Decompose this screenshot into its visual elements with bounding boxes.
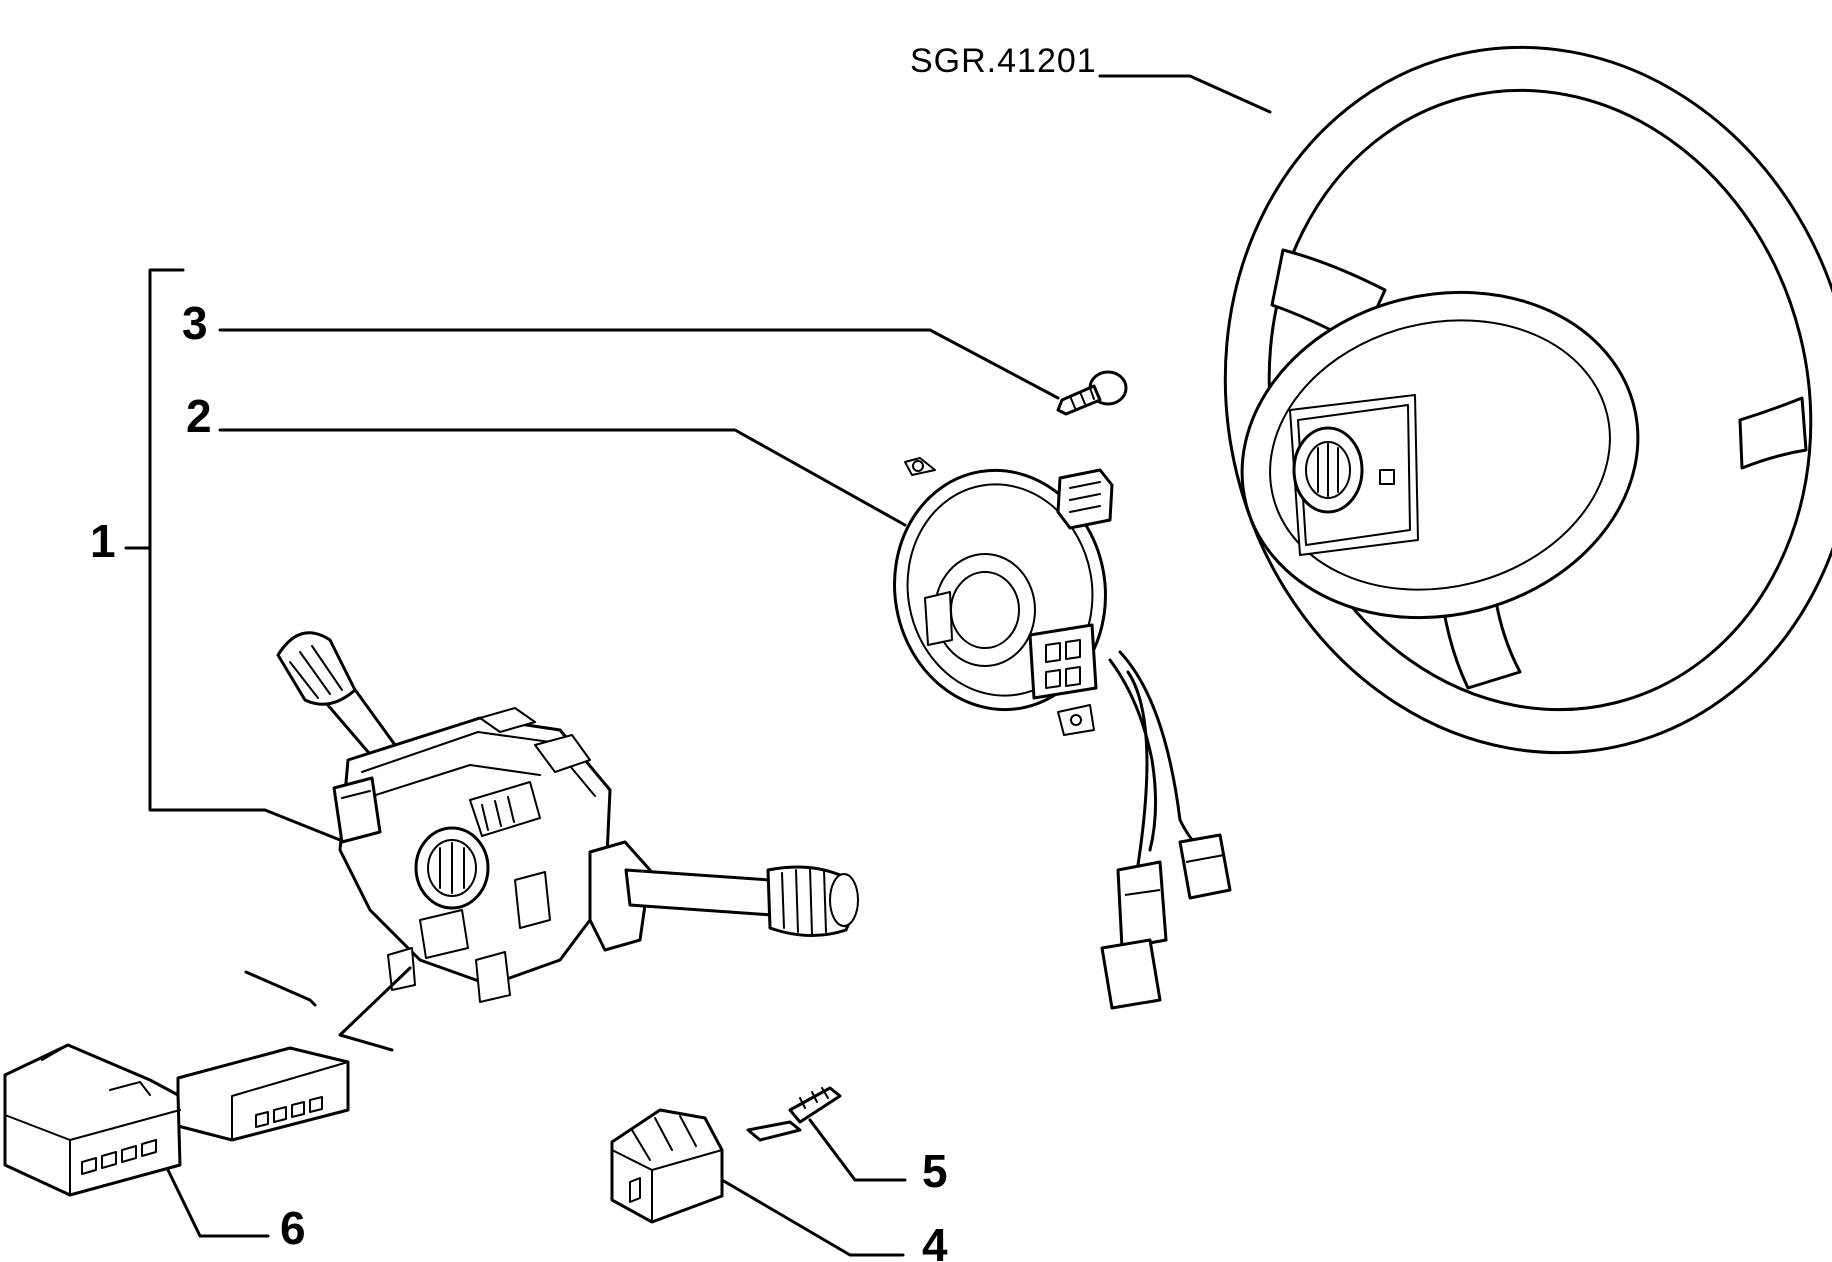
- steering-wheel: [1223, 45, 1832, 755]
- connector-6-housing: [3, 1043, 182, 1197]
- callout-5: 5: [922, 1145, 948, 1197]
- leader-lines: [124, 74, 1272, 1257]
- screw: [1056, 370, 1128, 416]
- connector-housing-4: [610, 1108, 724, 1224]
- combination-switch: [276, 631, 859, 1003]
- callout-3: 3: [182, 297, 208, 349]
- callout-1: 1: [90, 515, 116, 567]
- callout-2: 2: [186, 390, 212, 442]
- terminal-5: [746, 1086, 842, 1142]
- callout-6: 6: [280, 1202, 306, 1254]
- clock-spring: [893, 457, 1232, 1010]
- drawing-reference: SGR.41201: [910, 42, 1097, 80]
- callout-4: 4: [922, 1219, 948, 1262]
- connector-6: [176, 966, 412, 1142]
